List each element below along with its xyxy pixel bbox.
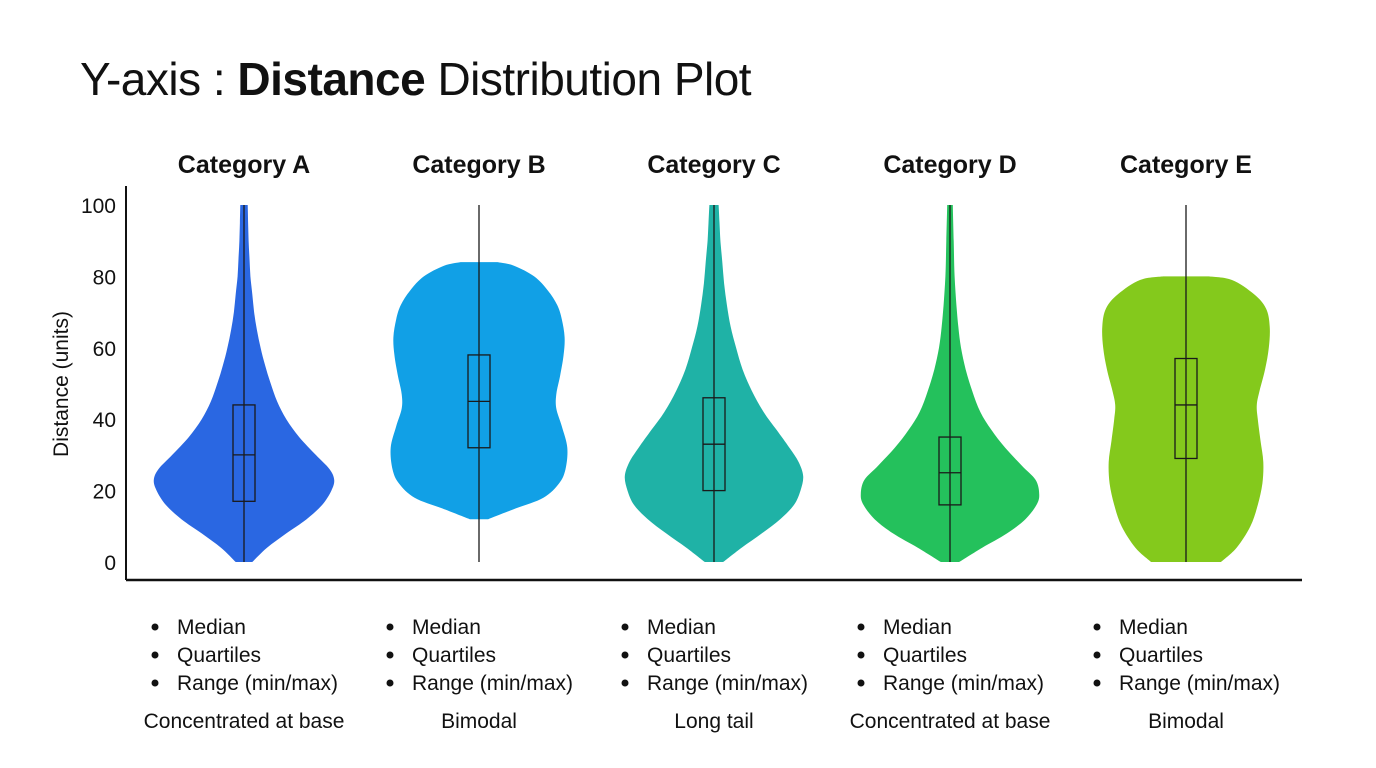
shape-description: Bimodal — [441, 710, 517, 733]
quartile-box — [232, 404, 256, 502]
y-axis-ticks: 0 20 40 60 80 100 — [81, 195, 116, 575]
bullet-dot — [857, 679, 865, 687]
y-tick-label: 0 — [104, 552, 116, 575]
bullet-dot — [386, 623, 394, 631]
stat-item: Quartiles — [647, 644, 731, 667]
stat-item: Quartiles — [177, 644, 261, 667]
bullet-dot — [386, 651, 394, 659]
y-axis-title: Distance (units) — [50, 311, 73, 457]
violin-4 — [860, 205, 1040, 562]
violin-3 — [624, 205, 804, 562]
stat-item: Range (min/max) — [412, 672, 573, 695]
bullet-dot — [857, 651, 865, 659]
title-prefix: Y-axis : — [80, 53, 238, 105]
stat-item: Quartiles — [412, 644, 496, 667]
y-tick-label: 40 — [93, 409, 116, 432]
stat-item: Median — [1119, 616, 1188, 639]
y-tick-label: 80 — [93, 266, 116, 289]
violin-5 — [1102, 205, 1270, 562]
title-emphasis: Distance — [237, 53, 426, 105]
violin-1 — [153, 205, 335, 562]
stat-item: Range (min/max) — [647, 672, 808, 695]
bullet-dot — [386, 679, 394, 687]
page-title: Y-axis : Distance Distribution Plot — [80, 52, 752, 106]
category-labels: Category A Category B Category C Category D… — [178, 151, 1252, 179]
stat-item: Range (min/max) — [1119, 672, 1280, 695]
stat-item: Median — [647, 616, 716, 639]
bullet-dot — [1093, 679, 1101, 687]
shape-description: Bimodal — [1148, 710, 1224, 733]
bullet-dot — [621, 679, 629, 687]
bullet-dot — [151, 651, 159, 659]
category-label: Category A — [178, 151, 310, 179]
stat-item: Quartiles — [883, 644, 967, 667]
y-tick-label: 60 — [93, 338, 116, 361]
bullet-dot — [151, 679, 159, 687]
stat-item: Median — [412, 616, 481, 639]
violins — [153, 205, 1270, 562]
quartile-box — [938, 436, 962, 506]
category-label: Category B — [412, 151, 545, 179]
title-suffix: Distribution Plot — [425, 53, 752, 105]
category-label: Category E — [1120, 151, 1252, 179]
y-tick-label: 100 — [81, 195, 116, 218]
category-label: Category C — [647, 151, 780, 179]
bullet-dot — [1093, 623, 1101, 631]
stat-item: Median — [177, 616, 246, 639]
bullet-dot — [621, 651, 629, 659]
stat-item: Median — [883, 616, 952, 639]
quartile-box — [1174, 357, 1198, 460]
bullet-dot — [857, 623, 865, 631]
shape-description: Concentrated at base — [144, 710, 345, 733]
bullet-dot — [621, 623, 629, 631]
violin-2 — [390, 205, 568, 562]
shape-description: Long tail — [674, 710, 753, 733]
bullet-dot — [151, 623, 159, 631]
bullet-dot — [1093, 651, 1101, 659]
y-tick-label: 20 — [93, 481, 116, 504]
shape-description: Concentrated at base — [850, 710, 1051, 733]
category-label: Category D — [883, 151, 1016, 179]
stat-item: Range (min/max) — [883, 672, 1044, 695]
stat-item: Quartiles — [1119, 644, 1203, 667]
stat-item: Range (min/max) — [177, 672, 338, 695]
